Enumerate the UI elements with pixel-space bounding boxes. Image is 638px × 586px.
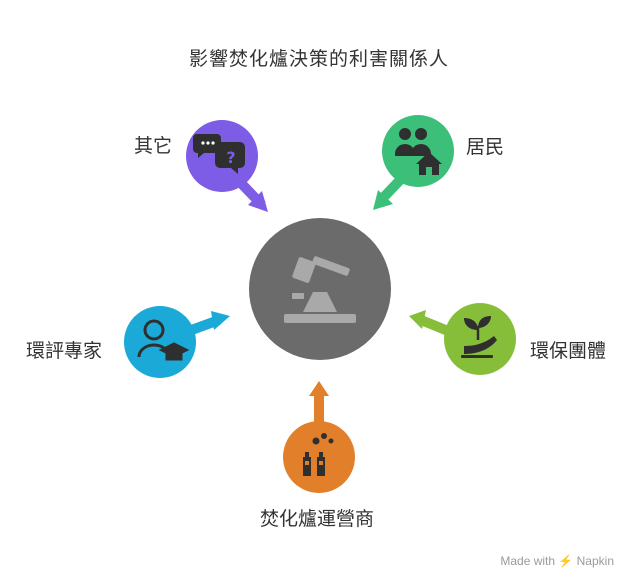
factory-chimney-icon	[303, 433, 334, 476]
label-other: 其它	[134, 135, 173, 157]
label-env-experts: 環評專家	[26, 340, 103, 362]
svg-text:?: ?	[226, 148, 235, 167]
center-node	[249, 218, 391, 360]
label-env-groups: 環保團體	[530, 340, 607, 362]
diagram-title: 影響焚化爐決策的利害關係人	[188, 48, 449, 70]
node-other: ?	[186, 120, 268, 212]
gavel-icon	[284, 256, 356, 323]
node-env-groups	[409, 303, 516, 375]
label-operator: 焚化爐運營商	[260, 508, 375, 530]
label-residents: 居民	[466, 136, 505, 158]
question-chat-icon: ?	[193, 134, 245, 174]
expert-graduate-icon	[137, 319, 190, 361]
napkin-watermark: Made with ⚡ Napkin	[500, 554, 614, 568]
plant-hand-icon	[461, 316, 497, 358]
node-env-experts	[124, 306, 230, 378]
node-operator	[283, 381, 355, 493]
people-house-icon	[395, 128, 442, 175]
node-residents	[373, 115, 454, 210]
